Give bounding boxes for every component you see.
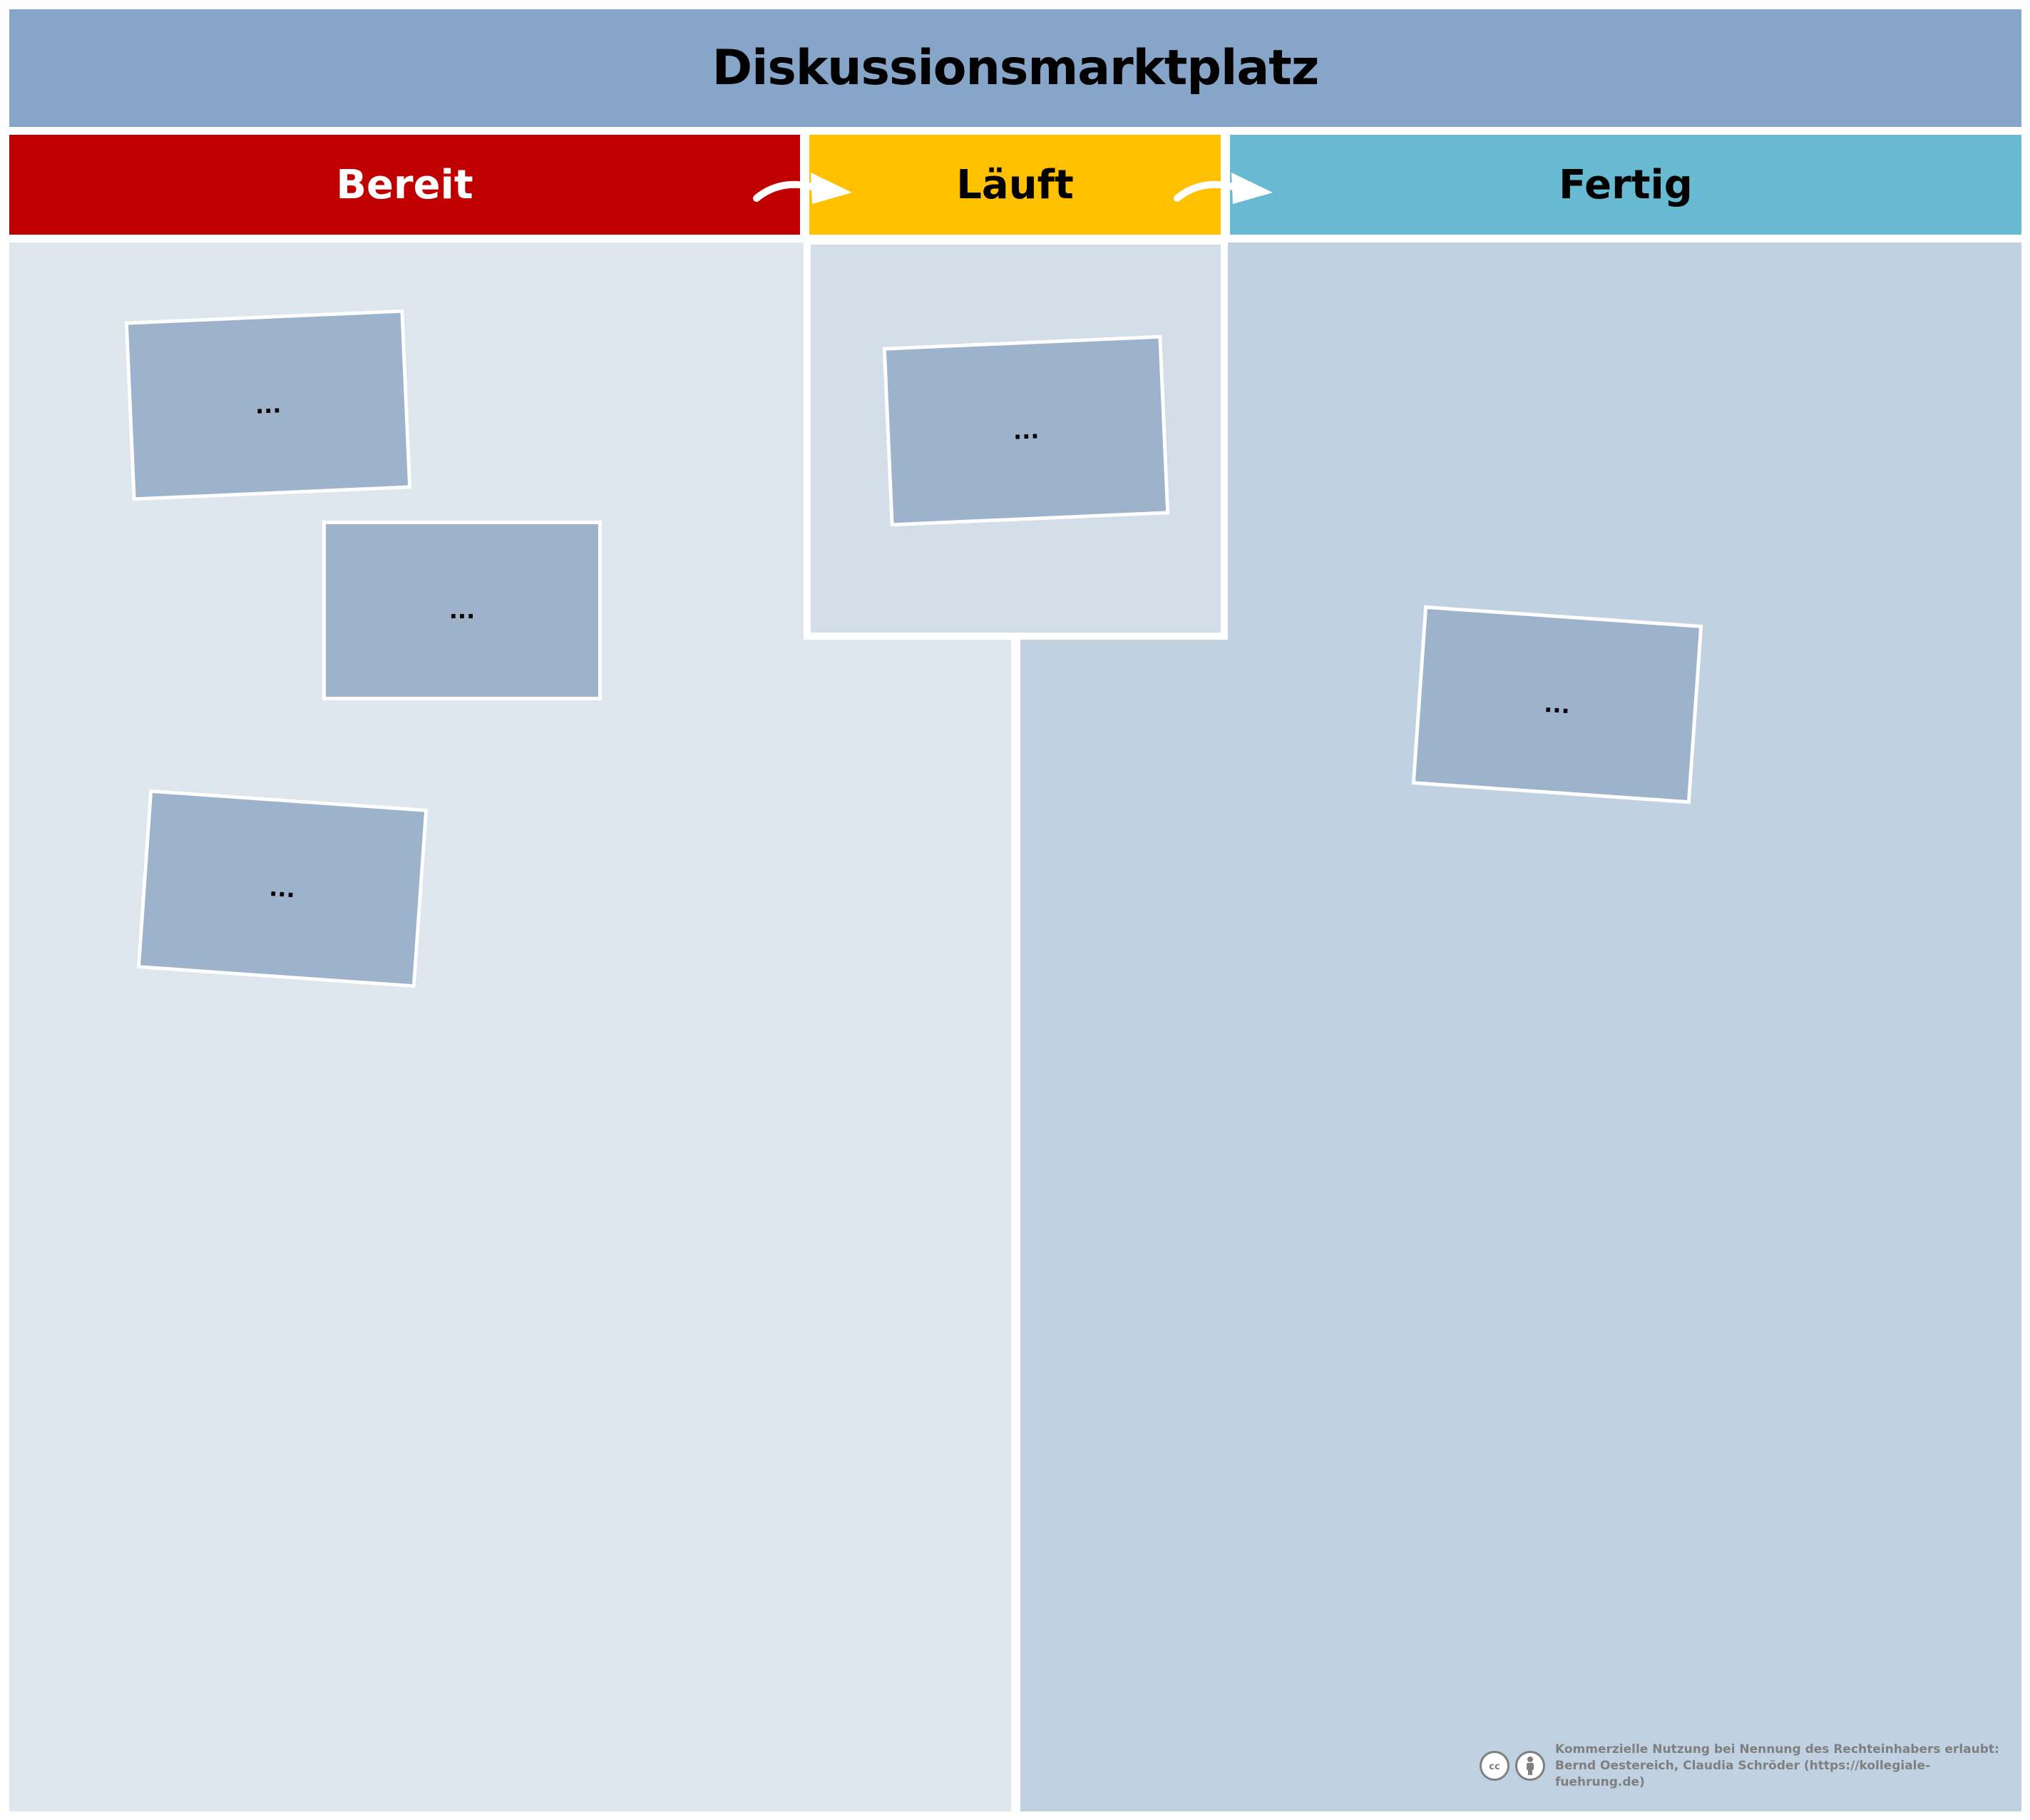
column-header-laeuft: Läuft	[809, 135, 1221, 235]
card-bereit-3[interactable]: ...	[136, 789, 429, 988]
board-title: Diskussionsmarktplatz	[712, 40, 1320, 96]
card-laeuft-1[interactable]: ...	[882, 334, 1170, 527]
card-bereit-1[interactable]: ...	[124, 309, 412, 501]
attribution-person-icon	[1515, 1751, 1545, 1781]
license-line-1: Kommerzielle Nutzung bei Nennung des Rec…	[1555, 1742, 1999, 1757]
arrow-right-icon	[753, 173, 852, 204]
card-bereit-2[interactable]: ...	[322, 521, 602, 700]
column-header-bereit: Bereit	[9, 135, 800, 235]
board-title-bar: Diskussionsmarktplatz	[9, 9, 2021, 127]
license-text: Kommerzielle Nutzung bei Nennung des Rec…	[1555, 1742, 2014, 1791]
column-header-fertig: Fertig	[1230, 135, 2021, 235]
arrow-right-icon	[1174, 173, 1273, 204]
svg-text:cc: cc	[1489, 1762, 1500, 1772]
card-fertig-1[interactable]: ...	[1411, 605, 1703, 804]
license-line-2: Bernd Oestereich, Claudia Schröder (http…	[1555, 1758, 1931, 1789]
license-footer: cc Kommerzielle Nutzung bei Nennung des …	[1480, 1742, 2014, 1789]
cc-icon: cc	[1480, 1751, 1509, 1781]
